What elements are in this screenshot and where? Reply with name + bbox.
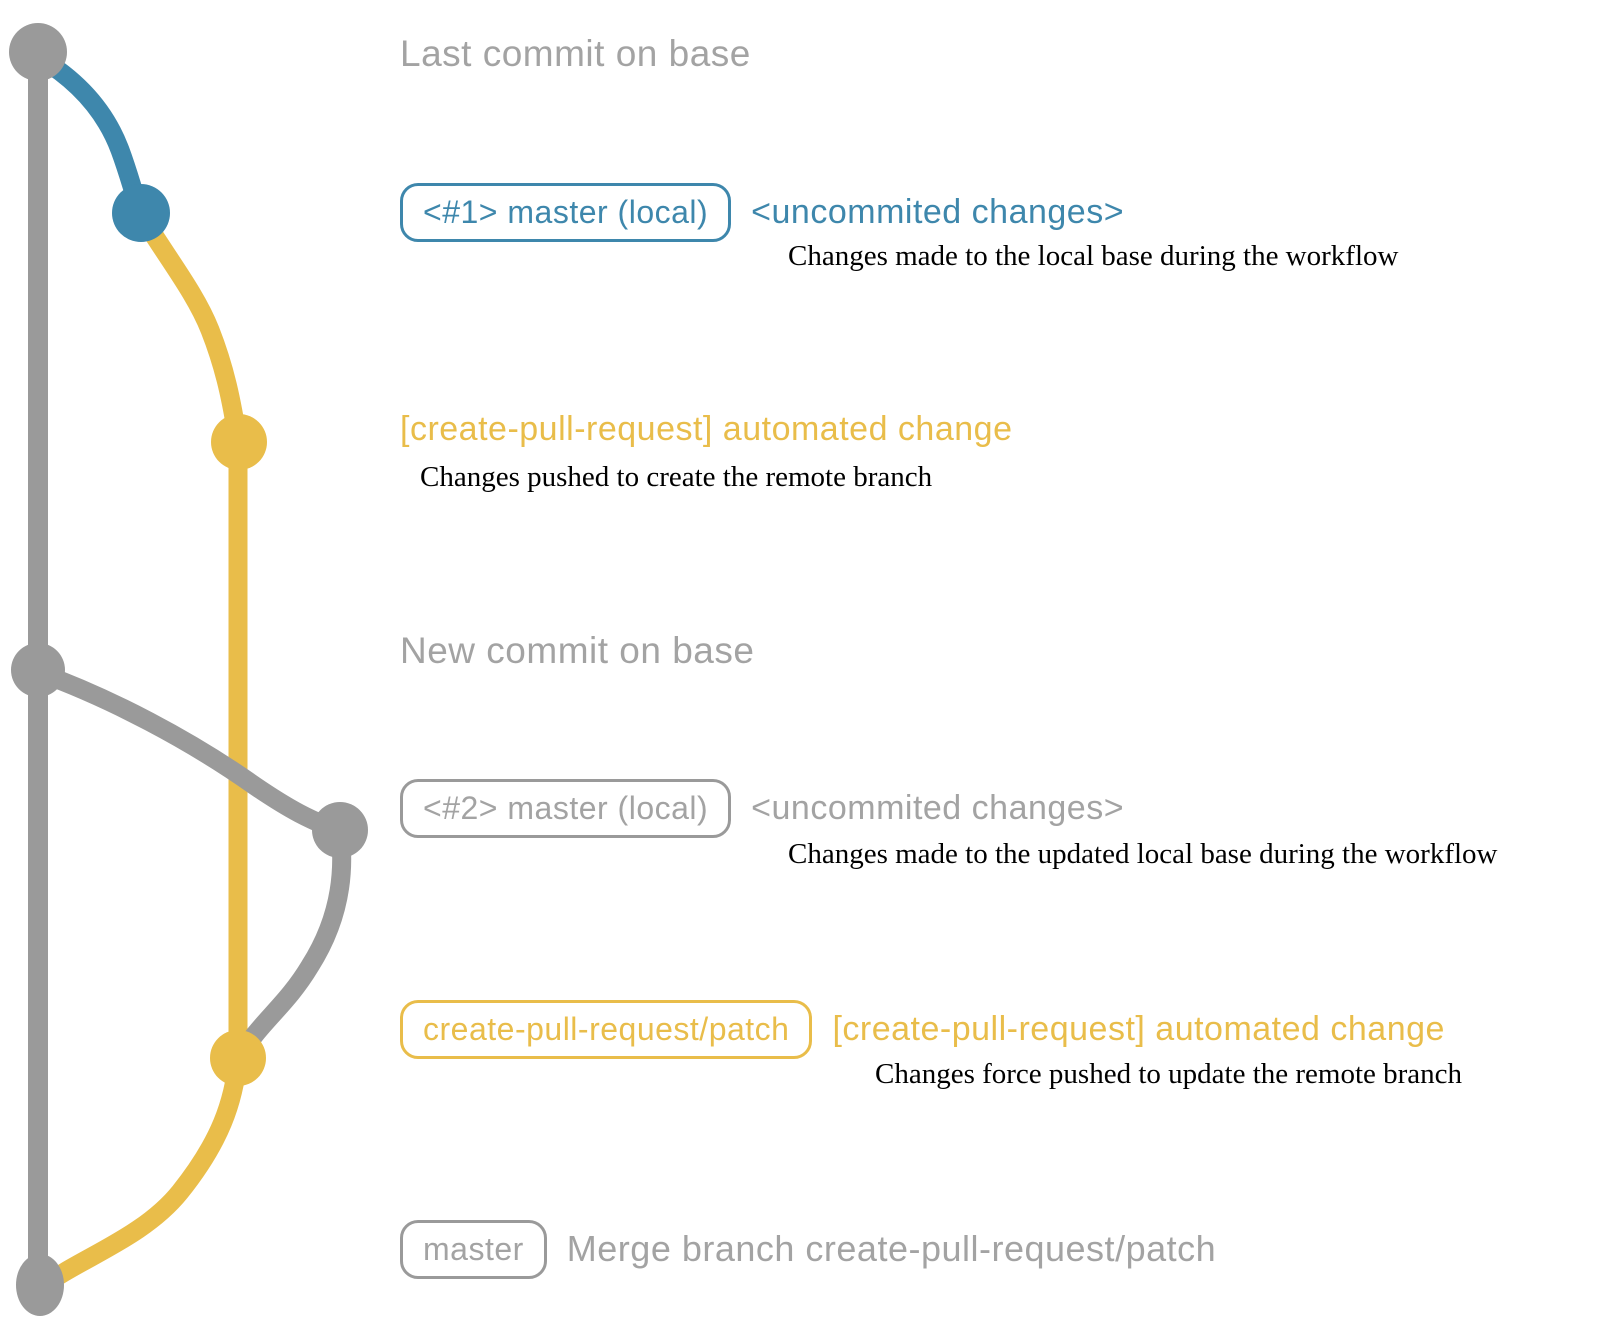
commit-dot-patch-2 (210, 1030, 266, 1086)
yellow-merge-curve (32, 1048, 248, 1297)
caption-last-commit: Last commit on base (400, 33, 751, 74)
desc-updated-local-base-changes: Changes made to the updated local base d… (788, 838, 1498, 870)
desc-push-remote-branch: Changes pushed to create the remote bran… (420, 461, 933, 493)
uncommitted-changes-label-1: <uncommited changes> (751, 192, 1125, 231)
caption-new-commit: New commit on base (400, 630, 755, 671)
badge-create-pull-request-patch: create-pull-request/patch (400, 1000, 813, 1059)
commit-dot-local-1 (112, 184, 170, 242)
badge-master: master (400, 1220, 547, 1279)
desc-force-push-remote-branch: Changes force pushed to update the remot… (875, 1058, 1463, 1090)
desc-local-base-changes: Changes made to the local base during th… (788, 240, 1399, 272)
commit-dot-last-base (9, 23, 67, 81)
uncommitted-changes-label-2: <uncommited changes> (751, 788, 1125, 827)
commit-dot-patch-1 (211, 414, 267, 470)
badge-master-local-2: <#2> master (local) (400, 779, 732, 838)
commit-dot-local-2 (312, 802, 368, 858)
gray-return-curve (230, 822, 352, 1066)
heading-automated-change-2: [create-pull-request] automated change (832, 1009, 1445, 1048)
yellow-branch-line (132, 206, 248, 1068)
row-master-local-1: <#1> master (local) <uncommited changes> (400, 183, 1124, 242)
heading-automated-change-1: [create-pull-request] automated change (400, 410, 1013, 448)
row-master-local-2: <#2> master (local) <uncommited changes> (400, 779, 1124, 838)
merge-branch-label: Merge branch create-pull-request/patch (566, 1228, 1217, 1270)
row-create-pull-request-patch: create-pull-request/patch [create-pull-r… (400, 1000, 1445, 1059)
commit-dot-merge (16, 1254, 64, 1316)
gray-update-curve (28, 662, 350, 842)
badge-master-local-1: <#1> master (local) (400, 183, 732, 242)
row-master-merge: master Merge branch create-pull-request/… (400, 1220, 1216, 1279)
commit-dot-new-base (11, 643, 65, 697)
